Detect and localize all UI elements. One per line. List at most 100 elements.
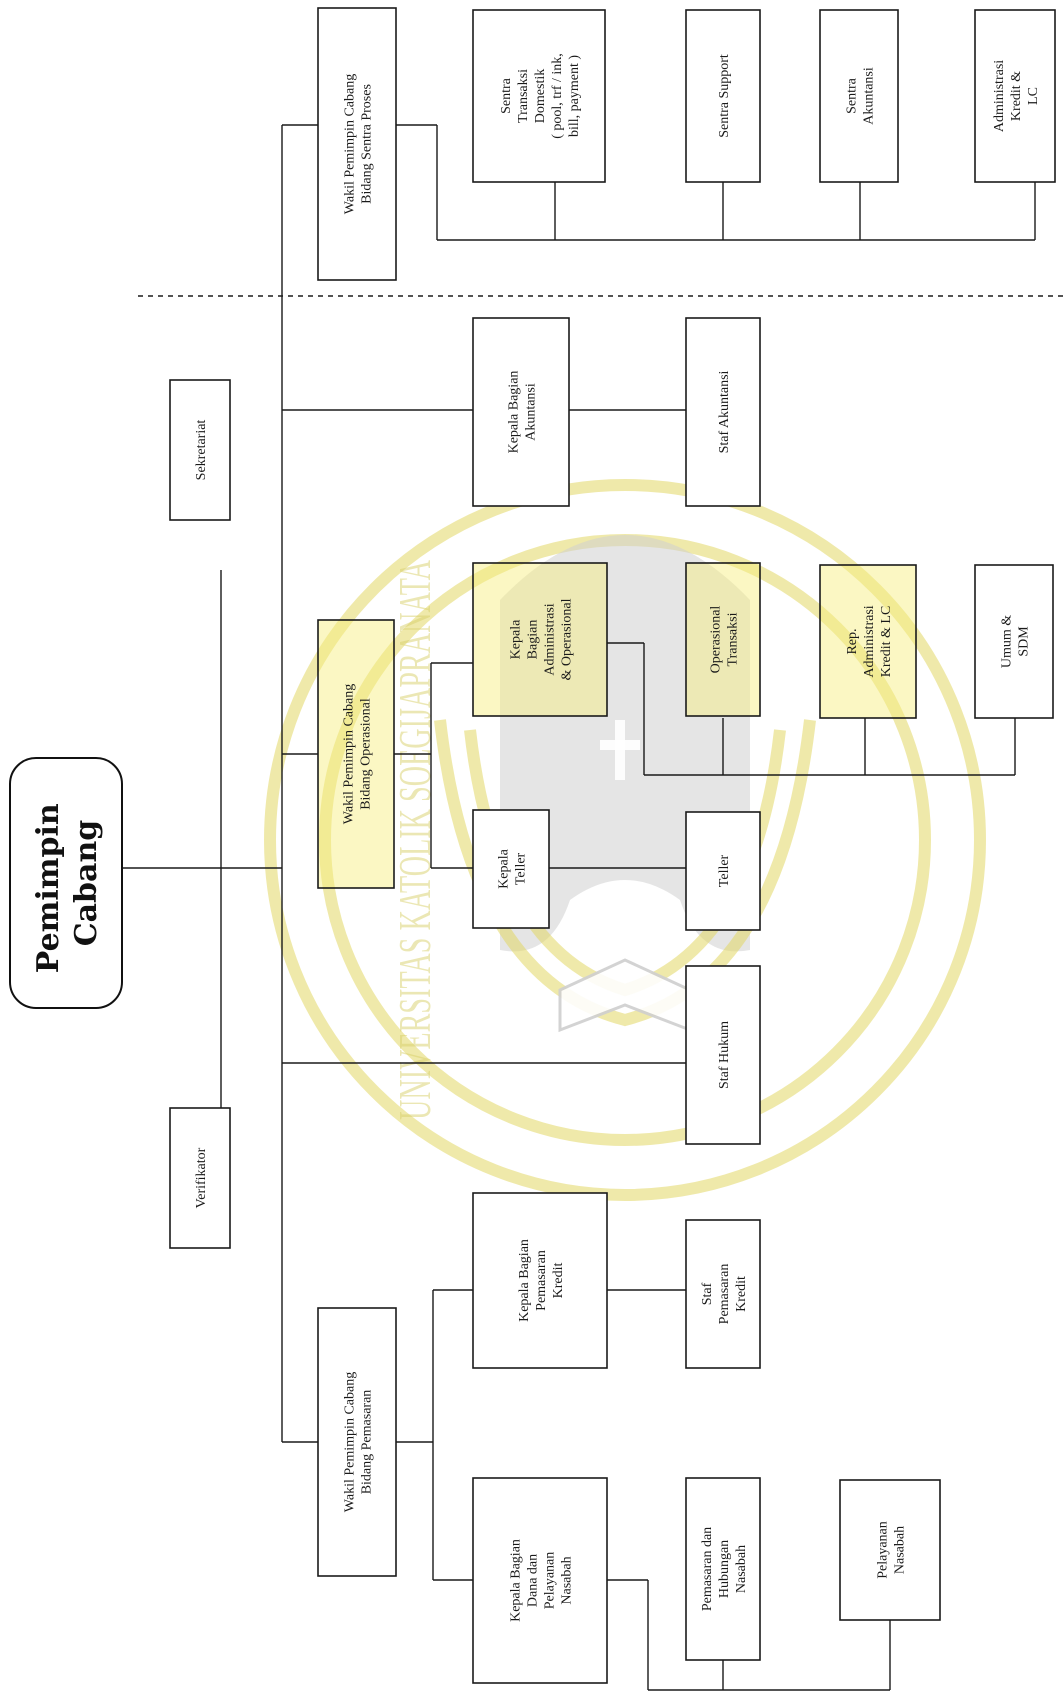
node-label-line: Kredit (734, 1276, 749, 1312)
node-label-line: Domestik (533, 69, 548, 123)
title-line2: Cabang (69, 820, 104, 947)
node-box (472, 317, 570, 507)
node-label-line: Sentra (499, 77, 514, 114)
node-label-line: Bidang Operasional (359, 698, 374, 810)
node-sentra-support: Sentra Support (685, 9, 761, 183)
node-label-line: Kepala Bagian (517, 1239, 532, 1322)
node-box (169, 379, 231, 521)
node-label-line: Bidang Pemasaran (360, 1390, 375, 1495)
node-label-line: Pelayanan (543, 1552, 558, 1610)
node-label-line: LC (1026, 87, 1041, 105)
node-label-line: Administrasi (543, 603, 558, 675)
node-label-line: Teller (514, 852, 529, 885)
pemimpin-cabang-node: Pemimpin Cabang (9, 757, 123, 1009)
node-label-line: Staf Hukum (717, 1021, 732, 1089)
node-label: Verifikator (194, 1147, 209, 1208)
node-label: Sekretariat (194, 420, 209, 481)
node-box (472, 562, 608, 717)
node-label-line: Umum & (1000, 615, 1015, 668)
node-label-line: Sentra (845, 77, 860, 114)
node-box (685, 965, 761, 1145)
node-label-line: Transaksi (516, 69, 531, 123)
node-label-line: Operasional (709, 606, 724, 674)
node-label: Teller (717, 854, 732, 887)
node-label-line: Kepala Bagian (507, 371, 522, 454)
node-label-line: Teller (717, 854, 732, 887)
node-label-line: bill, payment ) (567, 55, 582, 137)
node-box (317, 7, 397, 281)
node-sekretariat: Sekretariat (169, 379, 231, 521)
node-label-line: Kepala (509, 619, 524, 659)
node-box (819, 9, 899, 183)
node-label-line: Kepala Bagian (509, 1539, 524, 1622)
title-line1: Pemimpin (31, 803, 66, 973)
node-label: Sentra Support (717, 54, 732, 138)
node-box (685, 317, 761, 507)
node-label: Staf Hukum (717, 1021, 732, 1089)
node-umum-sdm: Umum &SDM (974, 564, 1054, 719)
node-box (472, 809, 550, 929)
node-label-line: Pemasaran (534, 1250, 549, 1311)
svg-text:Pemimpin Cabang: Pemimpin Cabang (31, 793, 104, 973)
node-teller: Teller (685, 811, 761, 931)
node-box (685, 1219, 761, 1369)
node-label-line: Kepala (497, 848, 512, 888)
node-label-line: Staf Akuntansi (717, 370, 732, 453)
node-label-line: Hubungan (717, 1540, 732, 1598)
node-box (839, 1479, 941, 1621)
node-label-line: Bidang Sentra Proses (360, 84, 375, 204)
node-box (685, 1477, 761, 1661)
node-label-line: SDM (1017, 626, 1032, 657)
node-verifikator: Verifikator (169, 1107, 231, 1249)
node-label-line: Administrasi (992, 60, 1007, 132)
node-label-line: Wakil Pemimpin Cabang (343, 74, 358, 214)
node-box (974, 564, 1054, 719)
node-label-line: ( pool, trf / ink, (550, 53, 565, 139)
node-label-line: Kredit & (1009, 71, 1024, 121)
node-box (317, 1307, 397, 1577)
node-label-line: Nasabah (560, 1556, 575, 1604)
node-label-line: Dana dan (526, 1554, 541, 1607)
node-label: Staf Akuntansi (717, 370, 732, 453)
node-label-line: Transaksi (726, 612, 741, 666)
watermark-text: UNIVERSITAS KATOLIK SOEGIJAPRANATA (389, 560, 440, 1120)
node-staf-akuntansi: Staf Akuntansi (685, 317, 761, 507)
node-box (685, 9, 761, 183)
connector-lines (120, 124, 1064, 1691)
node-box (974, 9, 1056, 183)
node-label-line: Staf (700, 1282, 715, 1305)
node-box (472, 1477, 608, 1684)
node-label-line: & Operasional (560, 598, 575, 680)
node-label-line: Verifikator (194, 1147, 209, 1208)
node-box (472, 9, 606, 183)
node-label-line: Rep. (845, 628, 860, 654)
node-box (685, 811, 761, 931)
node-label-line: Wakil Pemimpin Cabang (342, 684, 357, 824)
node-box (317, 619, 395, 889)
node-label-line: Kredit (551, 1263, 566, 1299)
node-label-line: Sentra Support (717, 54, 732, 138)
node-box (472, 1192, 608, 1369)
